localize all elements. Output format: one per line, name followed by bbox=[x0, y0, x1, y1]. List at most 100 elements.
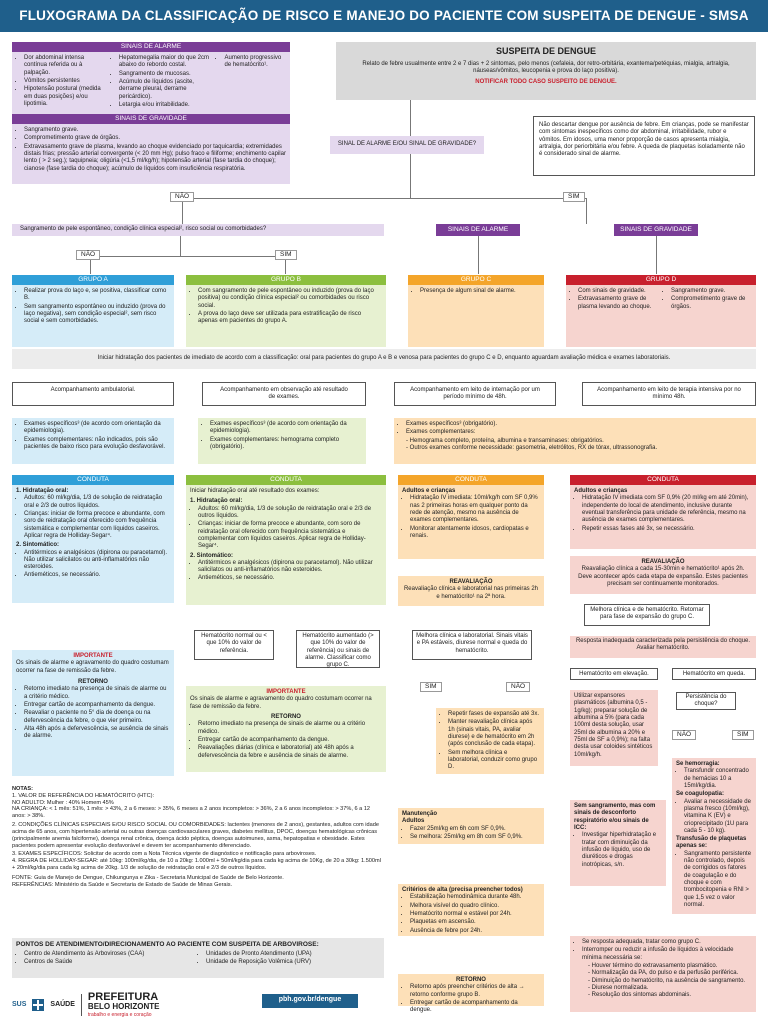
exams-a: Exames específicos³ (de acordo com orien… bbox=[12, 418, 174, 464]
saude-logo: SAÚDE bbox=[50, 1000, 75, 1008]
colloids-d: Utilizar expansores plasmáticos (albumin… bbox=[570, 690, 658, 766]
list-item: Sem sangramento espontâneo ou induzido (… bbox=[24, 304, 170, 326]
list-item: Se resposta adequada, tratar como grupo … bbox=[582, 939, 752, 946]
important-b-text: Os sinais de alarme e agravamento do qua… bbox=[190, 696, 372, 710]
page-title: FLUXOGRAMA DA CLASSIFICAÇÃO DE RISCO E M… bbox=[0, 0, 768, 32]
list-item: Letargia e/ou irritabilidade. bbox=[119, 102, 213, 109]
list-item: Entregar cartão de acompanhamento da den… bbox=[24, 702, 170, 709]
list-item: Antieméticos, se necessário. bbox=[198, 575, 382, 582]
list-item: Extravasamento grave de plasma levando a… bbox=[578, 296, 659, 311]
branch-no-d: NÃO bbox=[672, 730, 697, 740]
list-item: Dor abdominal intensa contínua referida … bbox=[24, 55, 107, 77]
no-bleeding-d: Sem sangramento, mas com sinais de desco… bbox=[570, 800, 666, 886]
care-points-title: PONTOS DE ATENDIMENTO/DIRECIONAMENTO AO … bbox=[16, 941, 319, 948]
suspicion-title: SUSPEITA DE DENGUE bbox=[495, 46, 596, 56]
conduct-a-h1: 1. Hidratação oral: bbox=[16, 488, 69, 494]
website-link[interactable]: pbh.gov.br/dengue bbox=[262, 994, 358, 1008]
list-item: Unidades de Pronto Atendimento (UPA) bbox=[206, 951, 380, 958]
list-item: Fazer 25ml/kg em 6h com SF 0,9%. bbox=[410, 826, 540, 833]
list-item: Vômitos persistentes bbox=[24, 78, 107, 85]
group-d-panel: GRUPO D Com sinais de gravidade. Extrava… bbox=[566, 275, 756, 347]
list-item: Exames específicos³ (de acordo com orien… bbox=[210, 421, 362, 436]
alarm-signs-title: SINAIS DE ALARME bbox=[12, 42, 290, 52]
list-item: Alta 48h após a defervescência, se ausên… bbox=[24, 726, 170, 741]
severity-list: Sangramento grave. Comprometimento grave… bbox=[16, 127, 286, 173]
list-item: Adultos: 60 ml/kg/dia, 1/3 de solução de… bbox=[198, 506, 382, 521]
slogan: trabalho e energia e coração bbox=[87, 1011, 152, 1018]
list-item: Comprometimento grave de órgãos. bbox=[671, 296, 752, 311]
maintenance-sub: Adultos bbox=[402, 818, 425, 825]
note-1b: NA CRIANÇA: < 1 mês: 51%, 1 mês: > 43%, … bbox=[12, 806, 371, 820]
no-bleeding-title: Sem sangramento, mas com sinais de desco… bbox=[574, 803, 656, 831]
group-d-list-2: Sangramento grave. Comprometimento grave… bbox=[663, 288, 752, 344]
return-a-title: RETORNO bbox=[78, 678, 108, 685]
question-alarm-severity: SINAL DE ALARME E/OU SINAL DE GRAVIDADE? bbox=[330, 136, 484, 154]
maintenance-title: Manutenção bbox=[402, 811, 438, 817]
list-item: Repetir essas fases até 3x, se necessári… bbox=[582, 526, 752, 533]
list-item: Com sangramento de pele espontâneo ou in… bbox=[198, 288, 382, 310]
list-item: Adultos: 60 ml/kg/dia, 1/3 de solução de… bbox=[24, 495, 170, 510]
persistent-shock-question: Persistência do choque? bbox=[676, 692, 736, 710]
list-item: Crianças: iniciar de forma precoce e abu… bbox=[198, 521, 382, 550]
conduct-b-h2: 2. Sintomático: bbox=[190, 552, 234, 559]
cross-icon bbox=[32, 999, 45, 1011]
care-points-panel: PONTOS DE ATENDIMENTO/DIRECIONAMENTO AO … bbox=[12, 938, 384, 978]
reevaluation-c: REAVALIAÇÃO Reavaliação clínica e labora… bbox=[398, 576, 544, 606]
notes-title: NOTAS: bbox=[12, 786, 34, 792]
return-c: RETORNO Retorno após preencher critérios… bbox=[398, 974, 544, 1013]
list-item: Exames complementares: não indicados, po… bbox=[24, 437, 170, 452]
conduct-a-title: CONDUTA bbox=[12, 475, 174, 485]
list-item: Antieméticos, se necessário. bbox=[24, 572, 170, 579]
note-3: 3. EXAMES ESPECÍFICOS: Solicitar de acor… bbox=[12, 851, 317, 858]
reevaluation-d-title: REAVALIAÇÃO bbox=[641, 559, 685, 565]
follow-up-d: Acompanhamento em leito de terapia inten… bbox=[582, 382, 756, 406]
important-b-title: IMPORTANTE bbox=[266, 689, 306, 695]
important-a-text: Os sinais de alarme e agravamento do qua… bbox=[16, 660, 169, 674]
list-item: Hidratação IV imediata com SF 0,9% (20 m… bbox=[582, 495, 752, 524]
list-item: Com sinais de gravidade. bbox=[578, 288, 659, 295]
conduct-c-title: CONDUTA bbox=[398, 475, 544, 485]
hemorrhage-d: Se hemorragia: Transfundir concentrado d… bbox=[672, 758, 756, 914]
alarm-signs-label: SINAIS DE ALARME bbox=[436, 224, 520, 236]
list-item: - Resolução dos sintomas abdominais. bbox=[588, 992, 692, 999]
list-item: Plaquetas em ascensão. bbox=[410, 919, 540, 926]
conduct-d-panel: CONDUTA Adultos e crianças Hidratação IV… bbox=[570, 475, 756, 549]
conduct-d-h: Adultos e crianças bbox=[574, 488, 628, 494]
list-item: - Houver término do extravasamento plasm… bbox=[588, 962, 718, 969]
list-item: Reavaliações diárias (clínica e laborato… bbox=[198, 745, 382, 760]
list-item: Centros de Saúde bbox=[24, 959, 198, 966]
list-item: Repetir fases de expansão até 3x. bbox=[448, 711, 540, 718]
reevaluation-c-title: REAVALIAÇÃO bbox=[449, 579, 493, 585]
list-item: Aumento progressivo de hematócrito¹. bbox=[224, 55, 286, 70]
list-item: Exames complementares: hemograma complet… bbox=[210, 437, 362, 452]
list-item: Manter reavaliação clínica após 1h (sina… bbox=[448, 719, 540, 748]
branch-no-2: NÃO bbox=[76, 250, 101, 260]
list-item: Exames específicos³ (obrigatório). bbox=[406, 421, 752, 428]
sus-logo: SUS bbox=[12, 1000, 27, 1008]
footer-logos: SUS SAÚDE PREFEITURA BELO HORIZONTE trab… bbox=[12, 990, 252, 1020]
alarm-signs-panel: SINAIS DE ALARME Dor abdominal intensa c… bbox=[12, 42, 290, 120]
important-b-panel: IMPORTANTE Os sinais de alarme e agravam… bbox=[186, 686, 386, 772]
list-item: Extravasamento grave de plasma, levando … bbox=[24, 144, 286, 173]
discharge-title: Critérios de alta (precisa preencher tod… bbox=[402, 887, 523, 893]
branch-yes-1: SIM bbox=[563, 192, 585, 202]
list-item: Reavaliar o paciente no 5° dia de doença… bbox=[24, 710, 170, 725]
conduct-b-panel: CONDUTA Iniciar hidratação oral até resu… bbox=[186, 475, 386, 605]
note-2: 2. CONDIÇÕES CLÍNICAS ESPECIAIS E/OU RIS… bbox=[12, 822, 379, 849]
list-item: A prova do laço deve ser utilizada para … bbox=[198, 311, 382, 326]
list-item: Retorno imediato na presença de sinais d… bbox=[24, 686, 170, 701]
list-item: Hematócrito normal e estável por 24h. bbox=[410, 911, 540, 918]
list-item: Se melhora: 25ml/kg em 8h com SF 0,9%. bbox=[410, 834, 540, 841]
list-item: Comprometimento grave de órgãos. bbox=[24, 135, 286, 142]
discharge-criteria: Critérios de alta (precisa preencher tod… bbox=[398, 884, 544, 936]
group-a-list: Realizar prova do laço e, se positiva, c… bbox=[16, 288, 170, 326]
hemorrhage-h3: Transfusão de plaquetas apenas se: bbox=[676, 836, 747, 850]
important-a-panel: IMPORTANTE Os sinais de alarme e agravam… bbox=[12, 650, 174, 776]
list-item: Acúmulo de líquidos (ascite, derrame ple… bbox=[119, 79, 213, 101]
list-item: Hidratação IV imediata: 10ml/kg/h com SF… bbox=[410, 495, 540, 524]
conduct-c-h: Adultos e crianças bbox=[402, 488, 456, 494]
conduct-a-h2: 2. Sintomático: bbox=[16, 542, 60, 549]
list-item: Presença de algum sinal de alarme. bbox=[420, 288, 540, 295]
branch-no-c: NÃO bbox=[506, 682, 531, 692]
list-item: - Diurese normalizada. bbox=[588, 984, 649, 991]
